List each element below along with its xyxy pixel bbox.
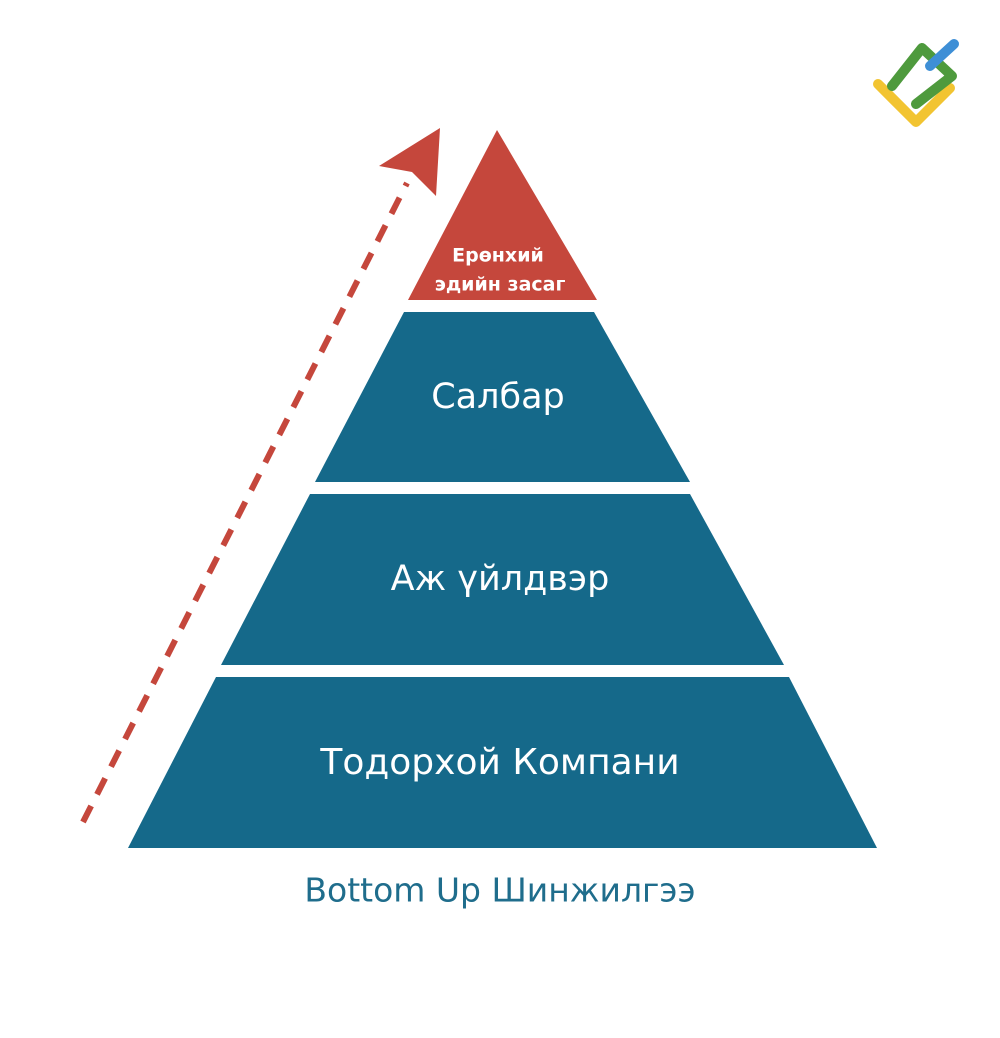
- tier-top-label-line1: Ерөнхий: [452, 245, 544, 267]
- upward-arrow: [80, 128, 440, 824]
- tier-company: Тодорхой Компани: [128, 677, 877, 848]
- brand-logo-icon: [873, 39, 959, 127]
- tier-sector-label: Салбар: [431, 377, 565, 417]
- tier-sector-shape: [315, 312, 690, 482]
- diagram-caption: Bottom Up Шинжилгээ: [304, 871, 695, 910]
- arrow-shaft: [80, 181, 410, 824]
- tier-industry-label: Аж үйлдвэр: [391, 559, 610, 599]
- tier-top: Ерөнхий эдийн засаг: [408, 130, 597, 300]
- tier-sector: Салбар: [315, 312, 690, 482]
- tier-industry-shape: [221, 494, 784, 665]
- logo-yellow-stroke: [873, 79, 955, 127]
- tier-company-label: Тодорхой Компани: [319, 742, 679, 783]
- arrow-head-icon: [379, 128, 440, 196]
- tier-company-shape: [128, 677, 877, 848]
- tier-top-shape: [408, 130, 597, 300]
- logo-blue-stroke: [925, 39, 959, 71]
- tier-top-label-line2: эдийн засаг: [435, 274, 566, 296]
- tier-industry: Аж үйлдвэр: [221, 494, 784, 665]
